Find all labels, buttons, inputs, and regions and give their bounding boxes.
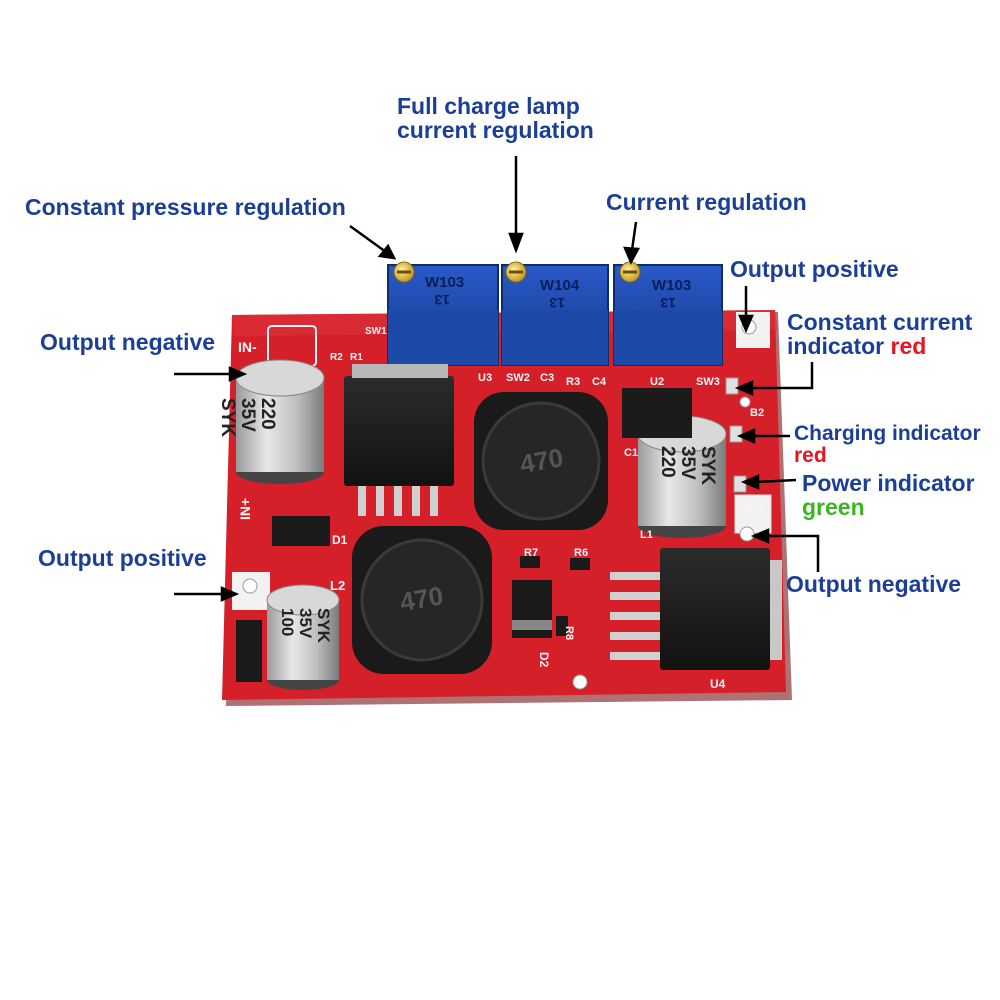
label-constant-current-indicator: Constant current indicator red bbox=[787, 309, 973, 359]
svg-text:470: 470 bbox=[398, 580, 446, 617]
svg-text:13: 13 bbox=[660, 295, 676, 311]
svg-text:U2: U2 bbox=[650, 376, 664, 388]
svg-text:SYK: SYK bbox=[217, 398, 238, 437]
diode-d1 bbox=[272, 516, 330, 546]
ic-u2 bbox=[622, 388, 692, 438]
svg-text:SYK: SYK bbox=[697, 446, 718, 485]
svg-text:470: 470 bbox=[518, 442, 566, 479]
label-full-charge: Full charge lamp current regulation bbox=[397, 93, 594, 143]
callout-arrows bbox=[174, 156, 820, 602]
label-output-positive-left: Output positive bbox=[38, 545, 207, 571]
svg-text:L2: L2 bbox=[330, 578, 345, 593]
svg-text:R8: R8 bbox=[563, 626, 575, 640]
label-charging-indicator: Charging indicator red bbox=[794, 422, 981, 467]
label-output-negative-right: Output negative bbox=[786, 571, 962, 597]
svg-text:B2: B2 bbox=[750, 407, 764, 419]
inductor-l1: 470 bbox=[474, 392, 608, 530]
pot-constant-pressure: W103 13 bbox=[387, 261, 499, 366]
svg-text:35V: 35V bbox=[677, 446, 698, 480]
svg-text:OUT-: OUT- bbox=[741, 504, 768, 516]
svg-text:13: 13 bbox=[549, 295, 565, 311]
capacitor-c3: 100 35V SYK bbox=[266, 584, 340, 690]
svg-text:C4: C4 bbox=[592, 376, 607, 388]
svg-text:SW1: SW1 bbox=[365, 326, 387, 337]
svg-text:SW2: SW2 bbox=[506, 372, 530, 384]
svg-text:220: 220 bbox=[657, 446, 678, 478]
svg-text:C3: C3 bbox=[540, 372, 554, 384]
svg-text:R3: R3 bbox=[566, 376, 580, 388]
svg-text:R7: R7 bbox=[524, 547, 538, 559]
ic-u3 bbox=[344, 364, 454, 516]
svg-text:D1: D1 bbox=[332, 533, 348, 547]
svg-text:100: 100 bbox=[278, 608, 297, 636]
svg-text:R1: R1 bbox=[350, 352, 363, 363]
label-power-indicator: Power indicator green bbox=[802, 470, 975, 520]
svg-text:W103: W103 bbox=[652, 277, 691, 294]
label-output-negative-left: Output negative bbox=[40, 329, 216, 355]
svg-text:SW3: SW3 bbox=[696, 376, 720, 388]
pot-current: W103 13 bbox=[613, 261, 723, 366]
svg-text:U3: U3 bbox=[478, 372, 492, 384]
ic-u4 bbox=[610, 548, 782, 670]
svg-text:W104: W104 bbox=[540, 277, 580, 294]
capacitor-c1-left: 220 35V SYK bbox=[217, 359, 325, 484]
svg-text:35V: 35V bbox=[296, 608, 315, 639]
svg-text:220: 220 bbox=[257, 398, 278, 430]
svg-text:IN+: IN+ bbox=[237, 498, 253, 520]
svg-text:R2: R2 bbox=[330, 352, 343, 363]
svg-text:SYK: SYK bbox=[314, 608, 333, 644]
inductor-l2: 470 bbox=[352, 526, 492, 674]
label-constant-pressure: Constant pressure regulation bbox=[25, 194, 346, 220]
label-current-regulation: Current regulation bbox=[606, 189, 807, 215]
svg-text:R6: R6 bbox=[574, 547, 588, 559]
svg-text:13: 13 bbox=[434, 292, 450, 308]
svg-text:IN-: IN- bbox=[238, 339, 257, 355]
svg-text:D2: D2 bbox=[537, 652, 551, 668]
svg-text:L1: L1 bbox=[640, 529, 653, 541]
svg-text:C1: C1 bbox=[624, 447, 638, 459]
svg-text:W103: W103 bbox=[425, 274, 464, 291]
pot-full-charge: W104 13 bbox=[501, 261, 609, 366]
svg-text:35V: 35V bbox=[237, 398, 258, 432]
label-output-positive-top: Output positive bbox=[730, 256, 899, 282]
svg-text:U4: U4 bbox=[710, 677, 726, 691]
